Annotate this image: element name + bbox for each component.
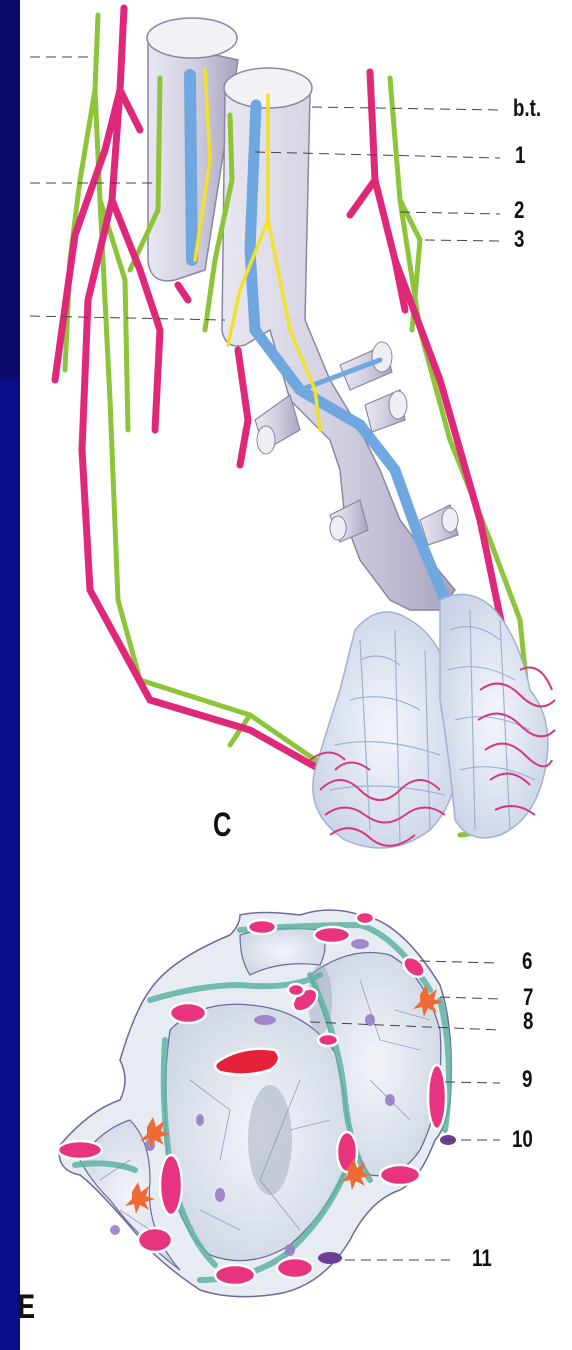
label-2: 2 bbox=[514, 199, 524, 223]
label-1: 1 bbox=[515, 144, 525, 168]
alveolar-wall-section bbox=[58, 910, 456, 1297]
alveolar-sac-left bbox=[310, 612, 459, 848]
label-6: 6 bbox=[522, 950, 532, 974]
label-9: 9 bbox=[522, 1068, 532, 1092]
label-7: 7 bbox=[523, 986, 533, 1010]
panel-label-c: C bbox=[213, 808, 231, 842]
alveolar-sac-right bbox=[440, 594, 555, 837]
panel-label-e: E bbox=[18, 1290, 35, 1324]
label-11: 11 bbox=[472, 1247, 492, 1271]
label-bt: b.t. bbox=[513, 97, 541, 121]
label-10: 10 bbox=[512, 1128, 533, 1152]
label-3: 3 bbox=[514, 228, 524, 252]
label-8: 8 bbox=[523, 1010, 533, 1034]
